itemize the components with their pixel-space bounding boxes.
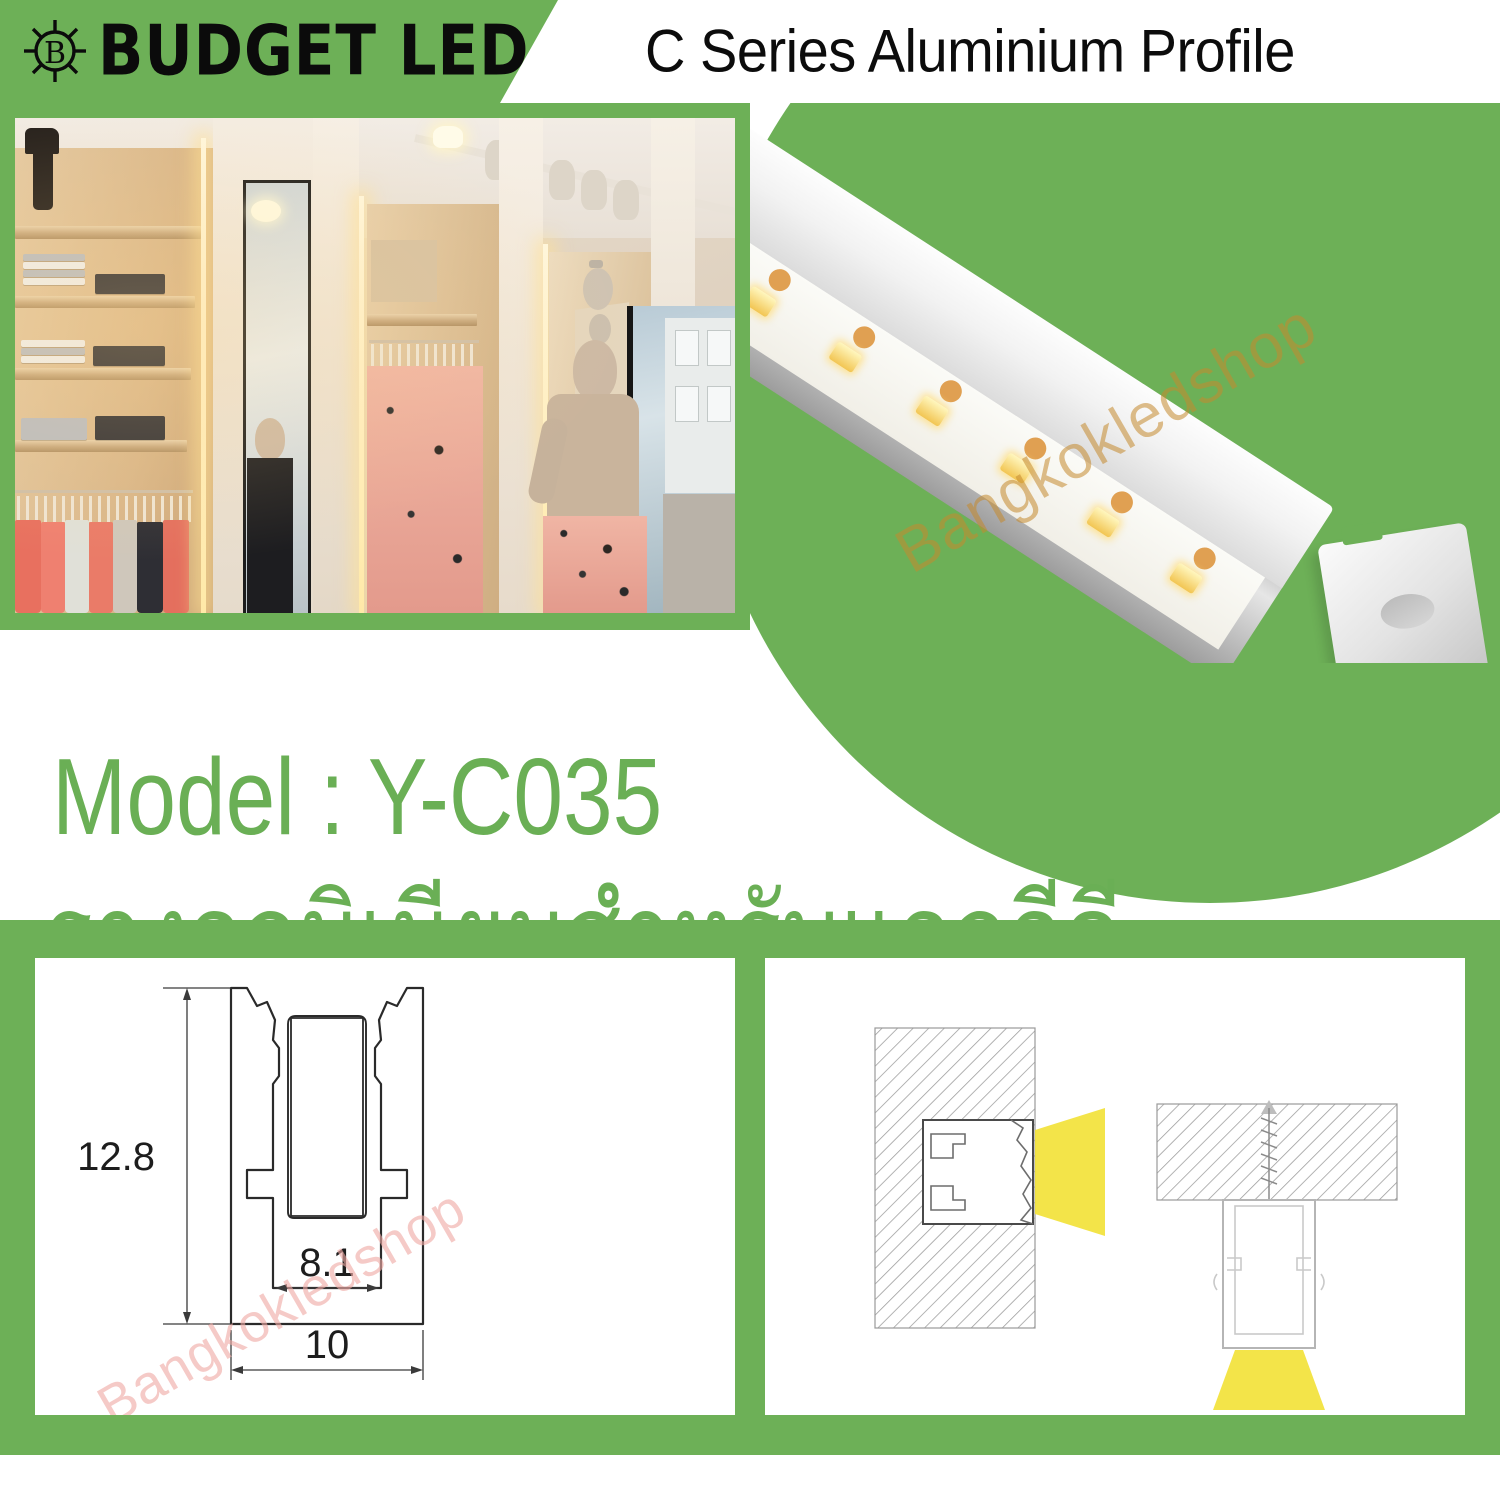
led-profile-photo: Bangkokledshop [750, 103, 1500, 663]
installation-diagram-panel [765, 958, 1465, 1415]
page-title: C Series Aluminium Profile [645, 15, 1295, 85]
application-photo-frame [0, 103, 750, 630]
dim-outer-width-label: 10 [305, 1323, 350, 1367]
diagram-recessed-wall-mount [874, 1027, 1105, 1329]
bottom-green-band: 12.8 8.1 10 Bangkokledshop [0, 920, 1500, 1455]
thai-subtitle: รางอลูมิเนียมสำหรับแอลอีดี [44, 874, 1122, 920]
budget-led-gear-b-logo-icon: B [22, 18, 88, 84]
profile-end-cap [1317, 521, 1489, 663]
dimension-drawing-panel: 12.8 8.1 10 Bangkokledshop [35, 958, 735, 1415]
dim-height-label: 12.8 [77, 1135, 155, 1179]
model-label: Model : Y-C035 [52, 737, 663, 858]
header-bar: B BUDGET LED C Series Aluminium Profile [0, 0, 1500, 103]
store-interior-photo [15, 118, 735, 613]
aluminium-profile-illustration [750, 103, 1335, 663]
svg-text:B: B [44, 36, 66, 71]
brand-lockup: B BUDGET LED [22, 8, 548, 94]
header-green-wedge [0, 0, 558, 103]
brand-name: BUDGET LED [98, 9, 530, 92]
dim-inner-width-label: 8.1 [299, 1241, 355, 1285]
diagram-surface-ceiling-mount [1156, 1100, 1398, 1410]
hero-section: Bangkokledshop Model : Y-C035 รางอลูมิเน… [0, 103, 1500, 920]
